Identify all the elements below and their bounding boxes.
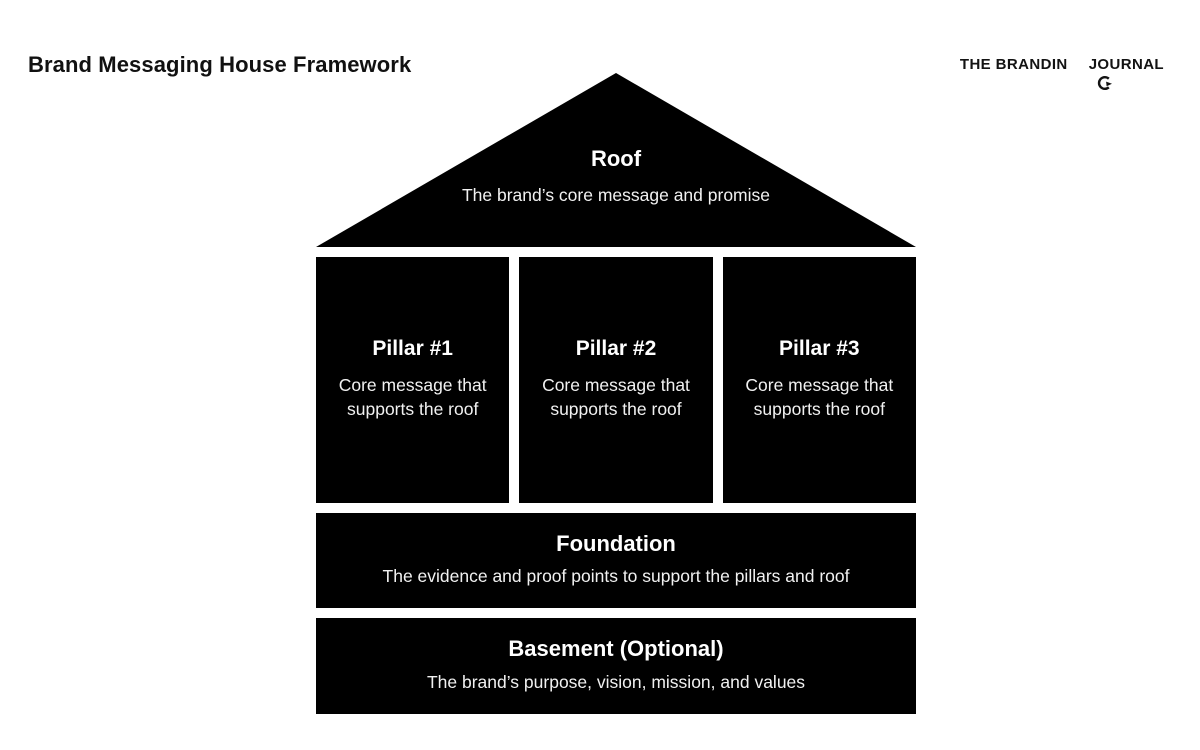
pillar-subtitle: Core message that supports the roof [542, 375, 690, 420]
basement-block: Basement (Optional) The brand’s purpose,… [316, 618, 916, 714]
pillar-3: Pillar #3 Core message that supports the… [722, 257, 916, 503]
pillar-subtitle: Core message that supports the roof [338, 375, 487, 420]
foundation-subtitle: The evidence and proof points to support… [382, 566, 850, 587]
pillars-row: Pillar #1 Core message that supports the… [316, 257, 916, 503]
roof-title: Roof [590, 145, 642, 171]
roof-subtitle: The brand’s core message and promise [461, 185, 771, 206]
page-title: Brand Messaging House Framework [28, 52, 412, 77]
brand-logo: THE BRANDIN JOURNAL [959, 56, 1164, 90]
pillar-subtitle: Core message that supports the roof [745, 375, 894, 420]
messaging-house-diagram: Roof The brand’s core message and promis… [316, 73, 916, 714]
roof-triangle: Roof The brand’s core message and promis… [316, 73, 916, 247]
basement-title: Basement (Optional) [508, 636, 724, 662]
pillar-2: Pillar #2 Core message that supports the… [519, 257, 713, 503]
pillar-title: Pillar #2 [575, 337, 657, 360]
basement-subtitle: The brand’s purpose, vision, mission, an… [426, 671, 806, 692]
pillar-1: Pillar #1 Core message that supports the… [316, 257, 510, 503]
foundation-title: Foundation [556, 530, 676, 556]
logo-text-right: JOURNAL [1084, 56, 1164, 73]
logo-text-left: THE BRANDIN [959, 56, 1068, 73]
foundation-block: Foundation The evidence and proof points… [316, 513, 916, 608]
pillar-title: Pillar #3 [779, 337, 860, 360]
arrow-g-icon [1068, 58, 1112, 90]
pillar-title: Pillar #1 [372, 337, 453, 360]
